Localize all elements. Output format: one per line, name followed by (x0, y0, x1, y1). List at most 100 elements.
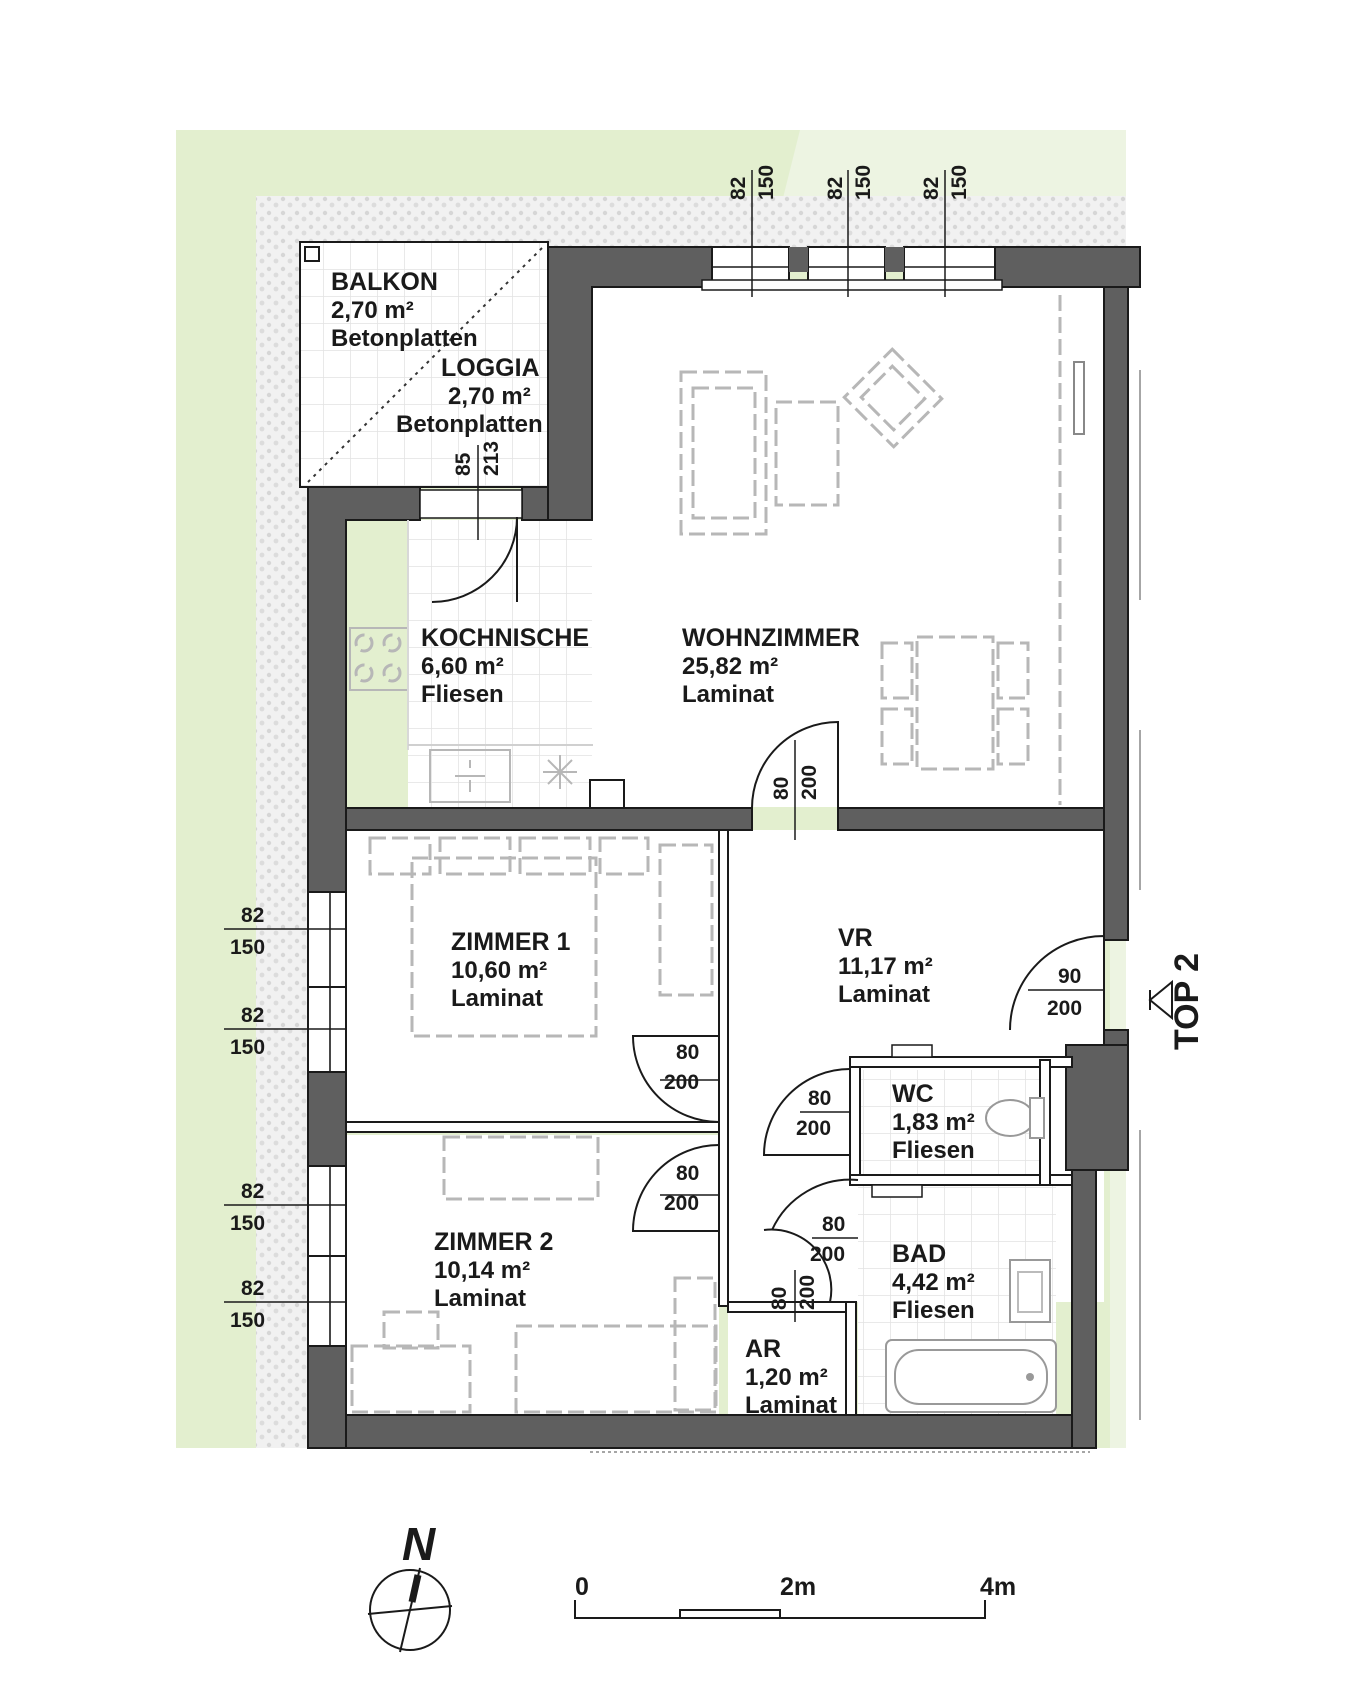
wohnzimmer-name: WOHNZIMMER (682, 624, 860, 652)
label-loggia: LOGGIA 2,70 m² Betonplatten (396, 354, 543, 438)
wc-name: WC (892, 1080, 934, 1108)
dim-door-zimmer1-w: 80 (676, 1041, 699, 1064)
zimmer2-name: ZIMMER 2 (434, 1228, 553, 1256)
dim-window-top-3-w: 82 (920, 177, 943, 200)
bad-name: BAD (892, 1240, 946, 1268)
dim-door-zimmer1-h: 200 (664, 1071, 699, 1094)
zimmer1-area: 10,60 m² (451, 957, 547, 984)
dim-window-left-4-w: 82 (241, 1277, 264, 1300)
dim-window-top-3-h: 150 (948, 165, 971, 200)
ar-name: AR (745, 1335, 781, 1363)
zimmer2-floor (347, 1135, 719, 1415)
dim-window-left-3-w: 82 (241, 1180, 264, 1203)
scale-bar: 0 2m 4m (574, 1573, 1016, 1619)
north-compass: N (367, 1518, 453, 1653)
dim-window-left-3: 82 150 (230, 1180, 265, 1235)
dim-window-top-1: 82 150 (727, 165, 778, 200)
door-bad-swing (771, 1178, 859, 1231)
bathtub-icon (885, 1339, 1057, 1413)
door-entrance-swing (1009, 934, 1105, 1031)
dim-door-ar: 80 200 (768, 1275, 819, 1310)
label-zimmer1: ZIMMER 1 10,60 m² Laminat (451, 928, 571, 1012)
ar-area: 1,20 m² (745, 1364, 828, 1391)
dim-window-left-1: 82 150 (230, 904, 265, 959)
loggia-floor-material: Betonplatten (396, 411, 543, 438)
vr-area: 11,17 m² (838, 953, 933, 980)
neighbor-edge (590, 370, 1141, 1453)
bad-area: 4,42 m² (892, 1269, 975, 1296)
dim-window-left-2: 82 150 (230, 1004, 265, 1059)
loggia-name: LOGGIA (441, 354, 540, 382)
label-bad: BAD 4,42 m² Fliesen (892, 1240, 975, 1324)
wardrobe-zimmer1-icon (658, 843, 714, 997)
scale-label-2m: 2m (780, 1573, 816, 1601)
vr-floor-material: Laminat (838, 981, 930, 1008)
dim-door-wohnzimmer-h: 200 (798, 765, 821, 800)
dim-door-entrance-w: 90 (1058, 965, 1081, 988)
dim-window-left-4-h: 150 (230, 1309, 265, 1332)
dim-window-left-2-h: 150 (230, 1036, 265, 1059)
label-balkon: BALKON 2,70 m² Betonplatten (331, 268, 478, 352)
window-sill-top (701, 279, 1003, 291)
door-wohnzimmer-swing (751, 720, 839, 809)
balkon-floor-material: Betonplatten (331, 325, 478, 352)
wc-area: 1,83 m² (892, 1109, 975, 1136)
zimmer1-floor (347, 830, 719, 1122)
dim-door-ar-h: 200 (796, 1275, 819, 1310)
walls (307, 246, 1141, 1449)
window-left-3 (307, 1165, 347, 1257)
coffee-table-icon (774, 400, 840, 507)
zimmer2-area: 10,14 m² (434, 1257, 530, 1284)
balkon-area: 2,70 m² (331, 297, 414, 324)
fridge-icon (543, 755, 577, 789)
ar-floor (728, 1313, 846, 1415)
dim-window-left-4: 82 150 (230, 1277, 265, 1332)
wc-vent (891, 1044, 933, 1058)
bed-zimmer1-icon (410, 856, 598, 1038)
dim-window-top-1-w: 82 (727, 177, 750, 200)
label-wc: WC 1,83 m² Fliesen (892, 1080, 975, 1164)
dim-window-left-1-h: 150 (230, 936, 265, 959)
dim-door-bad: 80 200 (810, 1213, 845, 1266)
door-zimmer2-swing (631, 1144, 720, 1232)
dim-loggia-door-h: 213 (480, 441, 503, 476)
door-ar-swing (763, 1228, 833, 1303)
scale-label-4m: 4m (980, 1573, 1016, 1601)
dim-window-top-3: 82 150 (920, 165, 971, 200)
bad-floor-material: Fliesen (892, 1297, 975, 1324)
washbasin-icon (1009, 1259, 1051, 1323)
label-zimmer2: ZIMMER 2 10,14 m² Laminat (434, 1228, 553, 1312)
north-needle-icon (408, 1574, 422, 1603)
dim-window-top-1-h: 150 (755, 165, 778, 200)
unit-label: TOP 2 (1148, 953, 1206, 1050)
balkon-name: BALKON (331, 268, 438, 296)
dim-window-left-1-w: 82 (241, 904, 264, 927)
sink-icon (429, 749, 511, 803)
dim-loggia-door: 85 213 (452, 441, 503, 476)
window-left-4 (307, 1255, 347, 1347)
dim-door-entrance-h: 200 (1047, 997, 1082, 1020)
unit-label-text: TOP 2 (1168, 953, 1206, 1050)
dim-window-left-2-w: 82 (241, 1004, 264, 1027)
dim-window-top-2: 82 150 (824, 165, 875, 200)
dim-door-zimmer1: 80 200 (664, 1041, 699, 1094)
zimmer1-floor-material: Laminat (451, 985, 543, 1012)
dim-door-wohnzimmer: 80 200 (770, 765, 821, 800)
dim-door-zimmer2: 80 200 (664, 1162, 699, 1215)
toilet-icon (985, 1097, 1045, 1139)
door-zimmer1-swing (631, 1035, 720, 1123)
window-mullion-1 (789, 247, 808, 272)
window-mullion-2 (885, 247, 904, 272)
kitchen-shaft (589, 779, 625, 809)
loggia-area: 2,70 m² (448, 383, 531, 410)
wardrobe-wohnzimmer (1058, 295, 1085, 805)
dim-window-top-2-h: 150 (852, 165, 875, 200)
scale-label-0: 0 (575, 1573, 589, 1601)
bad-vent (871, 1184, 923, 1198)
wohnzimmer-floor (592, 287, 1112, 807)
dim-door-ar-w: 80 (768, 1287, 791, 1310)
dim-window-left-3-h: 150 (230, 1212, 265, 1235)
label-wohnzimmer: WOHNZIMMER 25,82 m² Laminat (682, 624, 860, 708)
dim-loggia-door-w: 85 (452, 452, 475, 476)
wc-floor-material: Fliesen (892, 1137, 975, 1164)
